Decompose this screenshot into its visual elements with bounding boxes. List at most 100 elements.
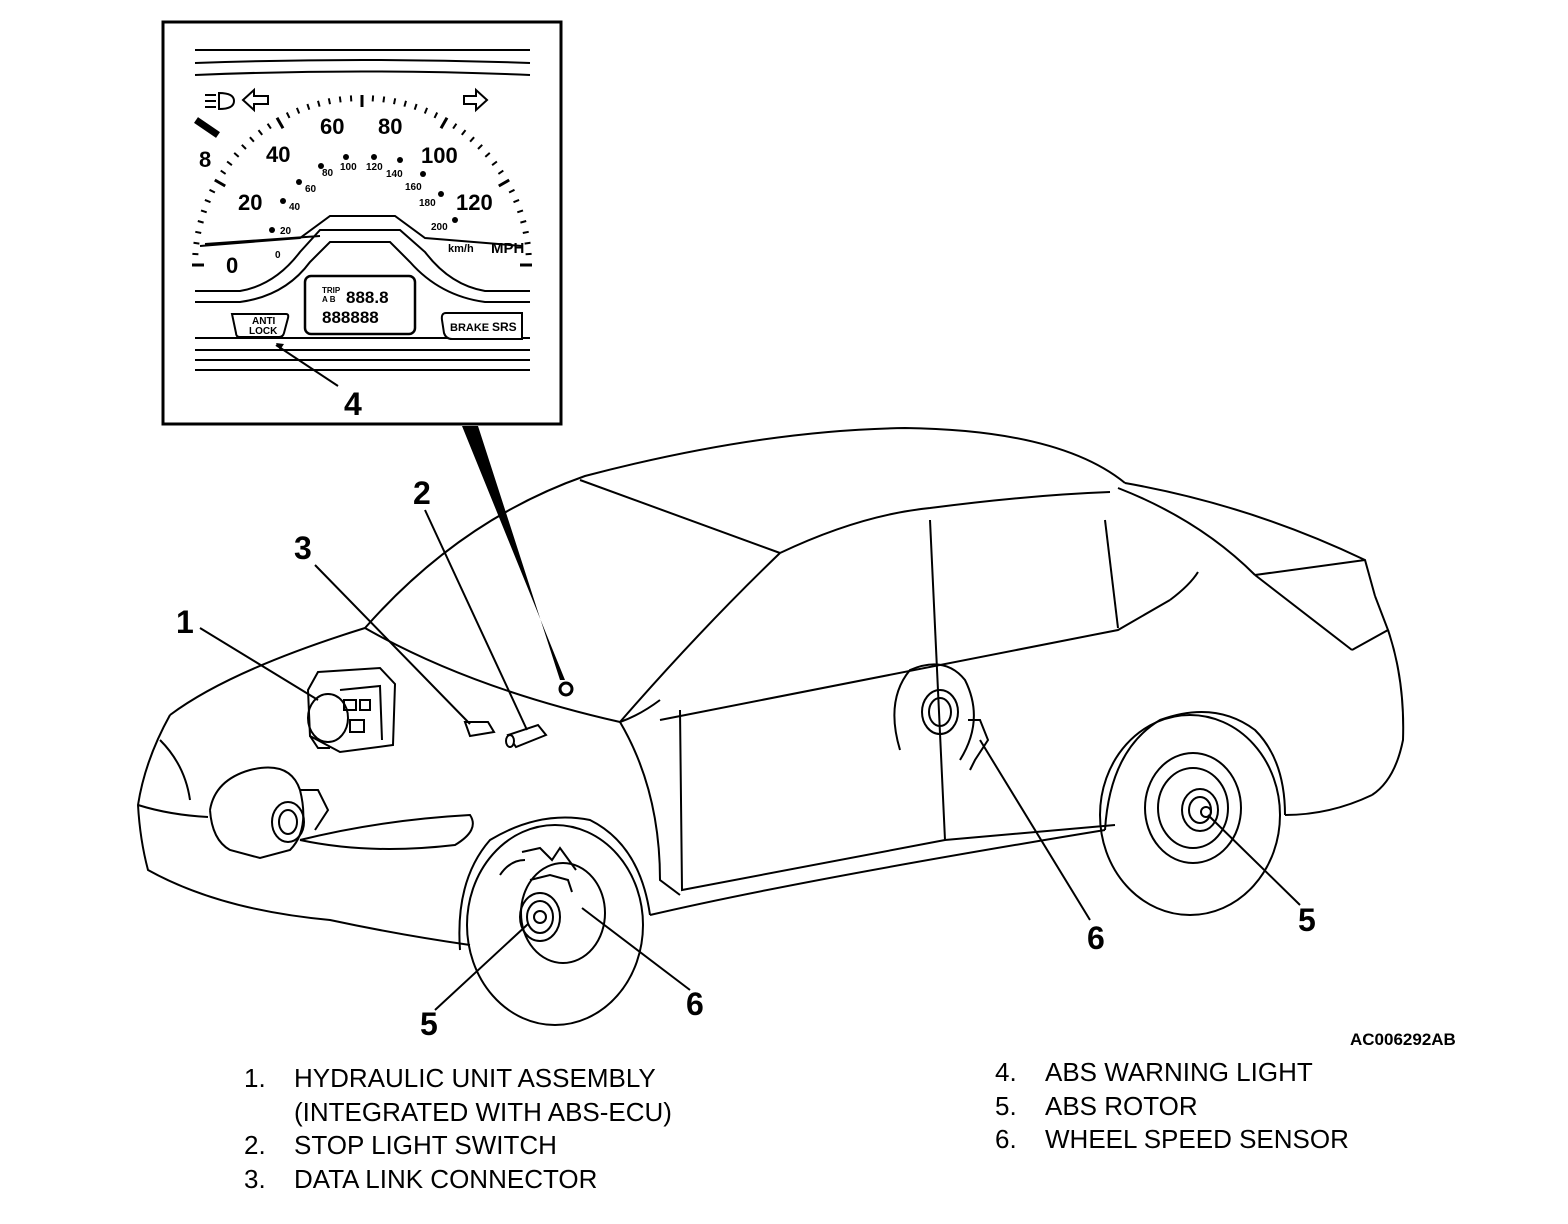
leader-line-4 <box>275 344 339 387</box>
headlight-icon <box>205 91 236 111</box>
legend-text: HYDRAULIC UNIT ASSEMBLY <box>294 1063 656 1094</box>
legend-left: 1.HYDRAULIC UNIT ASSEMBLY (INTEGRATED WI… <box>244 1062 672 1196</box>
callout-5-rear: 5 <box>1298 902 1316 938</box>
gauge-tick <box>233 152 240 158</box>
gauge-tick <box>295 107 301 114</box>
gauge-tick <box>200 209 208 214</box>
legend-item: 4. ABS WARNING LIGHT <box>995 1056 1349 1090</box>
legend-item: 5. ABS ROTOR <box>995 1090 1349 1124</box>
mph-label-40: 40 <box>266 142 290 167</box>
gauge-tick <box>423 107 429 114</box>
unit-kmh-label: km/h <box>448 243 474 255</box>
gauge-tick <box>193 241 200 245</box>
odometer-trip-label: TRIP <box>322 286 341 295</box>
callout-1: 1 <box>176 604 194 640</box>
callout-2: 2 <box>413 475 431 511</box>
gauge-tick <box>197 220 204 224</box>
kmh-label-20: 20 <box>280 226 292 237</box>
gauge-tick <box>226 160 233 166</box>
gauge-tick <box>513 198 520 204</box>
leader-line-6-front <box>581 907 691 991</box>
gauge-tick <box>461 129 467 136</box>
gauge-tick <box>285 112 291 119</box>
mph-label-20: 20 <box>238 190 262 215</box>
speedometer-ticks <box>192 95 532 267</box>
gauge-tick <box>484 152 491 158</box>
gauge-tick <box>393 98 397 105</box>
kmh-label-100: 100 <box>340 162 357 173</box>
kmh-label-120: 120 <box>366 162 383 173</box>
legend-number: 5. <box>995 1090 1017 1121</box>
gauge-tick <box>516 209 524 214</box>
legend-item: (INTEGRATED WITH ABS-ECU) <box>244 1096 672 1130</box>
gauge-tick <box>266 123 272 130</box>
tach-label-8: 8 <box>199 147 211 172</box>
data-link-connector <box>463 721 496 738</box>
left-turn-arrow-icon <box>241 87 269 113</box>
legend-text: ABS WARNING LIGHT <box>1045 1057 1313 1088</box>
gauge-tick <box>327 98 331 105</box>
srs-label: SRS <box>492 320 517 334</box>
kmh-label-60: 60 <box>305 184 317 195</box>
rear-left-wheel <box>893 663 990 771</box>
legend-number: 2. <box>244 1130 266 1161</box>
gauge-tick <box>524 241 531 245</box>
gauge-tick <box>317 100 321 107</box>
callout-4: 4 <box>344 386 362 422</box>
odometer-trip-digits: 888.8 <box>346 288 389 307</box>
car-body <box>136 426 1405 951</box>
gauge-tick <box>491 160 498 166</box>
leader-line-2 <box>424 509 528 731</box>
gauge-tick <box>497 169 504 175</box>
stop-light-switch <box>505 723 548 749</box>
legend-number: 6. <box>995 1124 1017 1155</box>
legend-number: 4. <box>995 1057 1017 1088</box>
gauge-tick <box>214 178 226 188</box>
figure-id: AC006292AB <box>1350 1030 1456 1049</box>
leader-line-6-rear <box>979 739 1091 921</box>
gauge-tick <box>469 136 475 143</box>
mph-label-0: 0 <box>226 253 238 278</box>
legend-text: WHEEL SPEED SENSOR <box>1045 1124 1349 1155</box>
kmh-label-140: 140 <box>386 169 403 180</box>
odometer-ab-label: A B <box>322 295 336 304</box>
legend-text: DATA LINK CONNECTOR <box>294 1163 598 1194</box>
gauge-tick <box>498 178 510 188</box>
legend-text: ABS ROTOR <box>1045 1090 1198 1121</box>
front-right-wheel-hub <box>209 766 330 860</box>
callout-6-rear: 6 <box>1087 920 1105 956</box>
kmh-label-40: 40 <box>289 202 301 213</box>
front-wheel <box>466 824 644 1026</box>
instrument-cluster-inset: 0 20 40 60 80 100 120 8 0 20 40 60 80 10… <box>161 20 563 426</box>
leader-lines <box>199 509 1301 1011</box>
gauge-tick <box>403 100 407 107</box>
mph-label-120: 120 <box>456 190 493 215</box>
gauge-tick <box>275 117 285 129</box>
gauge-tick <box>338 96 342 103</box>
gauge-tick <box>241 144 247 150</box>
odometer-total-digits: 888888 <box>322 308 379 327</box>
hydraulic-unit <box>306 666 397 754</box>
gauge-tick <box>249 136 255 143</box>
gauge-tick <box>413 103 418 111</box>
gauge-tick <box>520 220 527 224</box>
rear-wheel <box>1099 714 1281 916</box>
right-turn-arrow-icon <box>463 87 489 113</box>
anti-lock-label-line2: LOCK <box>249 326 278 337</box>
gauge-tick <box>209 188 216 194</box>
unit-mph-label: MPH <box>491 240 524 257</box>
gauge-tick <box>195 230 202 234</box>
gauge-tick <box>257 129 263 136</box>
gauge-tick <box>477 144 483 150</box>
odometer-display <box>303 274 417 336</box>
legend-item: 6. WHEEL SPEED SENSOR <box>995 1123 1349 1157</box>
legend-item: 2.STOP LIGHT SWITCH <box>244 1129 672 1163</box>
callout-5-front: 5 <box>420 1006 438 1042</box>
gauge-tick <box>508 188 515 194</box>
leader-line-5-rear <box>1207 814 1301 906</box>
kmh-scale: 0 20 40 60 80 100 120 140 160 180 200 <box>269 154 458 261</box>
leader-line-3 <box>314 564 471 725</box>
tach-redline-mark <box>194 117 220 138</box>
legend-number: 3. <box>244 1163 266 1194</box>
